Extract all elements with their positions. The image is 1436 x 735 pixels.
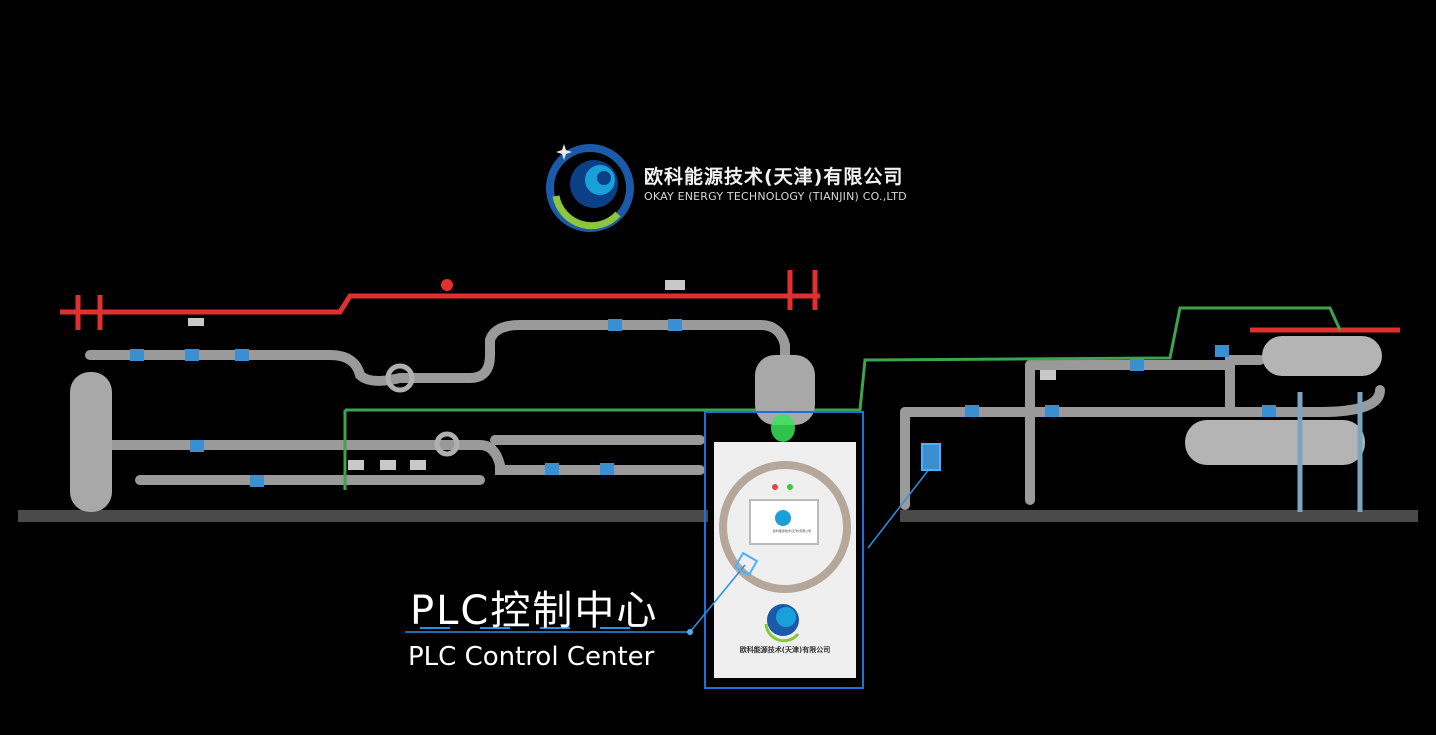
cabinet-company-label: 欧科能源技术(天津)有限公司 <box>739 646 831 654</box>
plc-title-en: PLC Control Center <box>408 642 655 672</box>
skid-base-right <box>900 510 1418 522</box>
status-beacon <box>771 414 795 442</box>
company-name-en: OKAY ENERGY TECHNOLOGY (TIANJIN) CO.,LTD <box>644 190 907 203</box>
company-name-cn: 欧科能源技术(天津)有限公司 <box>644 166 904 188</box>
hmi-panel-marker <box>921 443 941 471</box>
callout-leader-lines <box>405 467 931 633</box>
valve-markers <box>130 319 1276 487</box>
cabinet-highlight-frame <box>704 411 864 689</box>
red-hot-pipeline <box>60 270 1400 333</box>
horizontal-tank-lower <box>1185 420 1365 465</box>
green-pipeline <box>343 306 1342 490</box>
horizontal-tank-upper <box>1262 336 1382 376</box>
skid-base-left <box>18 510 708 522</box>
company-logo-icon <box>546 144 634 232</box>
steel-supports <box>1297 392 1363 512</box>
callout-target-marker <box>733 551 759 577</box>
valve-actuators <box>188 280 1056 470</box>
vertical-separator-left <box>70 372 112 512</box>
vertical-separator-center <box>755 355 815 425</box>
plc-title-cn: PLC控制中心 <box>410 588 659 634</box>
cabinet-screen-label: 欧科能源技术(天津)有限公司 <box>772 529 812 533</box>
cabinet-ring <box>719 461 851 593</box>
